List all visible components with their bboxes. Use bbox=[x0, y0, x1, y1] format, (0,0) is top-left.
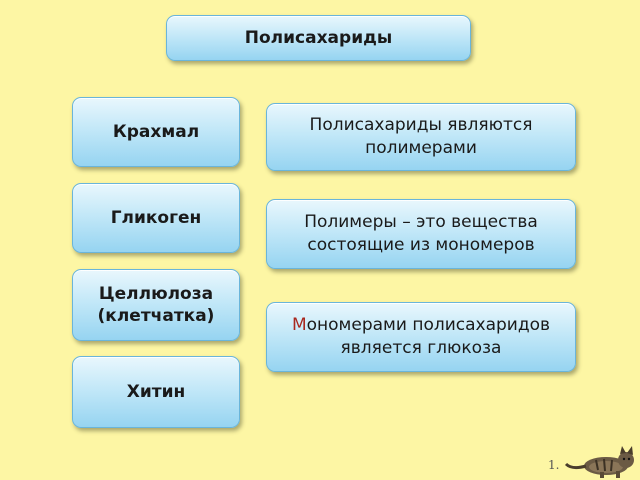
item-box-starch: Крахмал bbox=[72, 97, 240, 167]
fact-line1-rest: ономерами полисахаридов bbox=[306, 315, 551, 335]
fact-box-1: Полисахариды являются полимерами bbox=[266, 103, 576, 171]
item-label: Хитин bbox=[126, 382, 186, 402]
slide-number: 1. bbox=[548, 458, 560, 472]
item-box-glycogen: Гликоген bbox=[72, 183, 240, 253]
fact-box-3: Мономерами полисахаридов является глюкоз… bbox=[266, 302, 576, 372]
fact-line2: полимерами bbox=[365, 138, 477, 158]
item-box-chitin: Хитин bbox=[72, 356, 240, 428]
title-text: Полисахариды bbox=[244, 28, 393, 48]
item-label: Гликоген bbox=[110, 208, 202, 228]
item-label: Крахмал bbox=[112, 122, 200, 142]
fact-first-letter: М bbox=[291, 315, 307, 335]
fact-line2: состоящие из мономеров bbox=[307, 235, 535, 255]
item-box-cellulose: Целлюлоза (клетчатка) bbox=[72, 269, 240, 341]
fact-box-2: Полимеры – это вещества состоящие из мон… bbox=[266, 199, 576, 269]
title-box: Полисахариды bbox=[166, 15, 471, 61]
fact-line1: Полимеры – это вещества bbox=[304, 212, 538, 232]
item-label-line2: (клетчатка) bbox=[97, 306, 215, 326]
fact-line2: является глюкоза bbox=[340, 338, 502, 358]
fact-line1: Мономерами полисахаридов bbox=[292, 314, 550, 337]
item-label-line1: Целлюлоза bbox=[98, 284, 214, 304]
cat-icon bbox=[564, 446, 634, 478]
fact-line1: Полисахариды являются bbox=[309, 115, 533, 135]
